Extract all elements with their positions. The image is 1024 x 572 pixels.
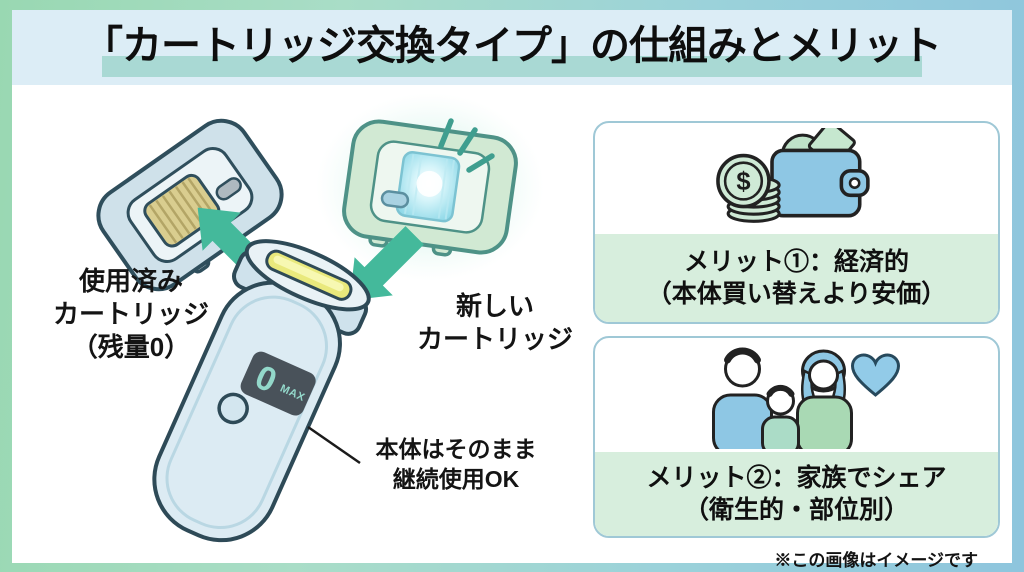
content-panel: 「カートリッジ交換タイプ」の仕組みとメリット bbox=[12, 10, 1012, 570]
merit1-subtitle: （本体買い替えより安価） bbox=[646, 280, 947, 308]
device-note: 本体はそのまま 継続使用OK bbox=[364, 434, 548, 494]
merit2-icon-area bbox=[595, 338, 998, 452]
used-cartridge-label: 使用済み カートリッジ （残量0） bbox=[40, 265, 222, 364]
device-note-line1: 本体はそのまま bbox=[375, 436, 537, 462]
merit-card-economical: $ メリット①：経済的 （本体買い替えより安価） bbox=[593, 121, 1000, 324]
merit2-title: メリット②：家族でシェア bbox=[646, 464, 947, 492]
used-cartridge-label-line2: カートリッジ bbox=[52, 299, 209, 329]
device-button bbox=[217, 392, 249, 425]
merit1-title: メリット①：経済的 bbox=[683, 248, 909, 276]
merit-card-family-share: メリット②：家族でシェア （衛生的・部位別） bbox=[593, 336, 1000, 538]
page-title: 「カートリッジ交換タイプ」の仕組みとメリット bbox=[83, 24, 942, 68]
coin-dollar-symbol: $ bbox=[736, 168, 750, 196]
new-cartridge-illustration bbox=[342, 119, 518, 257]
device-diagram-svg: 0 MAX bbox=[96, 93, 544, 543]
merit1-icon-area: $ bbox=[595, 123, 998, 234]
new-cartridge-label-line2: カートリッジ bbox=[416, 324, 573, 354]
new-cartridge-label-line1: 新しい bbox=[455, 291, 534, 321]
pointer-line bbox=[307, 425, 361, 465]
wallet-money-icon: $ bbox=[715, 127, 870, 223]
used-cartridge-label-line3: （残量0） bbox=[71, 332, 191, 362]
merit1-band: メリット①：経済的 （本体買い替えより安価） bbox=[595, 234, 998, 322]
heart-icon bbox=[850, 353, 901, 397]
device-illustration: 0 MAX bbox=[152, 239, 371, 543]
merit2-band: メリット②：家族でシェア （衛生的・部位別） bbox=[595, 452, 998, 536]
new-cartridge-label: 新しい カートリッジ bbox=[404, 290, 586, 356]
used-cartridge-label-line1: 使用済み bbox=[78, 266, 183, 296]
family-heart-icon bbox=[712, 347, 901, 449]
device-display: 0 MAX bbox=[240, 351, 316, 416]
header: 「カートリッジ交換タイプ」の仕組みとメリット bbox=[12, 10, 1012, 85]
sparkle-icon bbox=[438, 118, 495, 173]
merit2-subtitle: （衛生的・部位別） bbox=[683, 496, 909, 524]
device-note-line2: 継続使用OK bbox=[392, 466, 520, 492]
title-highlight bbox=[102, 56, 922, 77]
arrow-down-left-icon bbox=[349, 226, 424, 301]
disclaimer-note: ※この画像はイメージです bbox=[774, 551, 978, 570]
